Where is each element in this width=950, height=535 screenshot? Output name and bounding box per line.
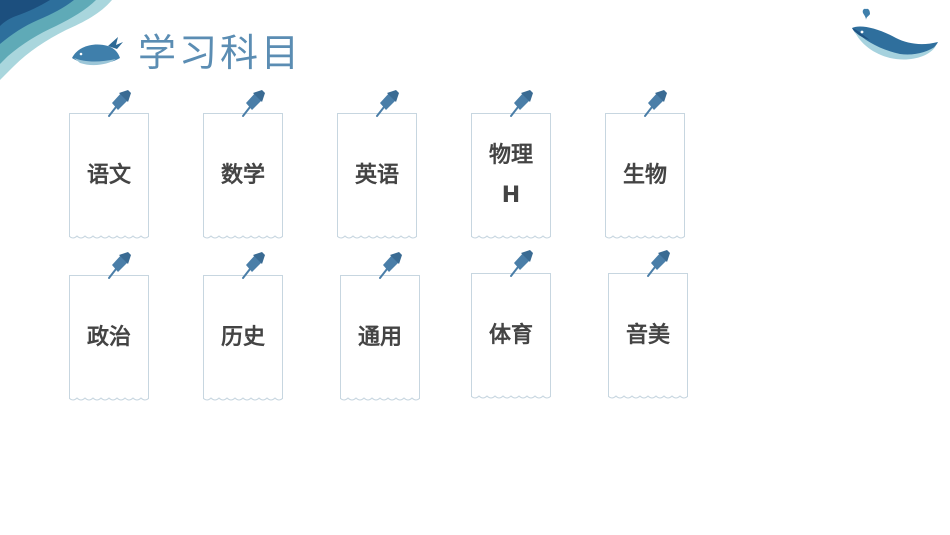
pushpin-icon <box>376 90 399 117</box>
subject-card-biology[interactable]: 生物 <box>605 90 685 239</box>
pushpin-icon <box>647 250 670 277</box>
subject-card-politics[interactable]: 政治 <box>69 252 149 401</box>
subject-card-pe[interactable]: 体育 <box>471 250 551 399</box>
subject-label: 物理 H <box>488 142 533 208</box>
subject-card-general-tech[interactable]: 通用 <box>340 252 420 401</box>
subject-label: 英语 <box>354 162 399 188</box>
subject-label: 语文 <box>86 162 131 188</box>
whale-icon <box>852 8 938 60</box>
pushpin-icon <box>644 90 667 117</box>
subject-label: 数学 <box>220 162 265 188</box>
pushpin-icon <box>510 250 533 277</box>
subject-label: 政治 <box>86 324 131 350</box>
subject-label: 体育 <box>488 322 533 348</box>
card-scalloped-edge <box>203 397 283 401</box>
page-title: 学习科目 <box>138 31 303 75</box>
subject-card-physics[interactable]: 物理 H <box>471 90 551 239</box>
card-scalloped-edge <box>471 235 551 239</box>
pushpin-icon <box>242 90 265 117</box>
card-scalloped-edge <box>340 397 420 401</box>
pushpin-icon <box>108 90 131 117</box>
subject-card-music-art[interactable]: 音美 <box>608 250 688 399</box>
whale-icon <box>72 37 123 66</box>
card-scalloped-edge <box>69 397 149 401</box>
subject-card-chinese[interactable]: 语文 <box>69 90 149 239</box>
card-scalloped-edge <box>605 235 685 239</box>
subject-label: 历史 <box>220 324 265 350</box>
pushpin-icon <box>510 90 533 117</box>
card-scalloped-edge <box>203 235 283 239</box>
card-scalloped-edge <box>471 395 551 399</box>
pushpin-icon <box>108 252 131 279</box>
subject-card-history[interactable]: 历史 <box>203 252 283 401</box>
pushpin-icon <box>379 252 402 279</box>
subject-label: 音美 <box>625 322 670 348</box>
card-scalloped-edge <box>337 235 417 239</box>
corner-wave-decoration <box>0 0 112 80</box>
card-scalloped-edge <box>69 235 149 239</box>
pushpin-icon <box>242 252 265 279</box>
subject-label: 通用 <box>357 324 402 350</box>
subject-card-english[interactable]: 英语 <box>337 90 417 239</box>
subject-label: 生物 <box>622 162 667 188</box>
subject-card-math[interactable]: 数学 <box>203 90 283 239</box>
card-scalloped-edge <box>608 395 688 399</box>
